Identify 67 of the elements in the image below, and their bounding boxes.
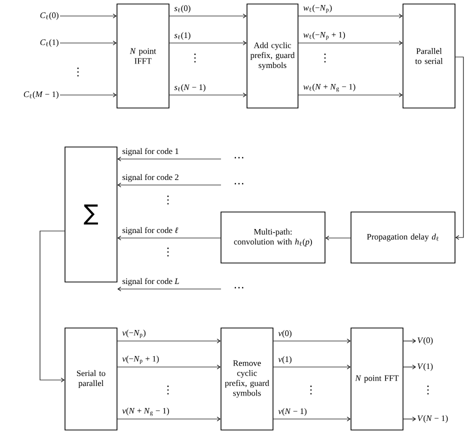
edge-label: v(−N$_{p}$) (122, 330, 146, 338)
arrow (40, 230, 65, 382)
process-block: Propagation delay d$_{ℓ}$ (350, 212, 456, 264)
ellipsis-dots: ⋮ (324, 54, 326, 62)
arrow (117, 286, 222, 292)
arrow (169, 92, 247, 98)
edge-label: s$_{ℓ}$(0) (174, 5, 190, 13)
process-block: Serial to parallel (64, 328, 118, 430)
edge-label: signal for code ℓ (122, 227, 178, 235)
process-block: Multi-path: convolution with h$_{ℓ}$(p) (220, 212, 326, 264)
signal-label: V(0) (418, 337, 433, 345)
ellipsis-dots: ⋮ (310, 386, 312, 394)
edge-label: v(N + N$_{g}$ − 1) (122, 408, 170, 416)
arrow (298, 92, 403, 98)
edge-label: signal for code L (122, 278, 179, 286)
edge-label: v(−N$_{p}$ + 1) (122, 356, 159, 364)
signal-label: V(N − 1) (418, 415, 448, 423)
ellipsis-dots: ⋯ (234, 156, 244, 158)
edge-label: signal for code 1 (122, 148, 178, 156)
ellipsis-dots: ⋮ (167, 196, 169, 204)
summation-block: ∑ (64, 146, 118, 282)
ellipsis-dots: ⋯ (234, 286, 244, 288)
ellipsis-dots: ⋮ (77, 68, 79, 76)
arrow (117, 182, 222, 188)
arrow (273, 338, 351, 344)
arrow (403, 364, 416, 370)
arrow (273, 416, 351, 422)
arrow (455, 56, 464, 240)
arrow (117, 416, 221, 422)
arrow (298, 14, 403, 18)
arrow (60, 14, 117, 18)
arrow (403, 416, 416, 422)
edge-label: signal for code 2 (122, 174, 178, 182)
edge-label: v(N − 1) (278, 408, 306, 416)
arrow (60, 92, 117, 98)
edge-label: v(1) (278, 356, 292, 364)
process-block: Remove cyclic prefix, guard symbols (220, 328, 274, 430)
arrow (169, 40, 247, 46)
arrow (117, 156, 222, 162)
arrow (60, 40, 117, 46)
ellipsis-dots: ⋮ (194, 54, 196, 62)
arrow (298, 40, 403, 46)
signal-label: C$_{ℓ}$(1) (40, 39, 58, 47)
ellipsis-dots: ⋮ (167, 386, 169, 394)
arrow (169, 14, 247, 18)
edge-label: w$_{ℓ}$(N + N$_{g}$ − 1) (303, 84, 356, 92)
edge-label: s$_{ℓ}$(1) (174, 32, 190, 40)
arrow (325, 236, 351, 240)
process-block: N point FFT (350, 328, 404, 430)
arrow (117, 364, 221, 370)
edge-label: s$_{ℓ}$(N − 1) (174, 84, 206, 92)
signal-label: C$_{ℓ}$(0) (40, 12, 58, 20)
arrow (403, 338, 416, 344)
arrow (273, 364, 351, 370)
ellipsis-dots: ⋮ (167, 248, 169, 256)
edge-label: w$_{ℓ}$(−N$_{p}$) (303, 4, 332, 13)
edge-label: v(0) (278, 330, 292, 338)
ellipsis-dots: ⋯ (234, 182, 244, 184)
ellipsis-dots: ⋮ (427, 386, 429, 394)
process-block: N point IFFT (116, 4, 170, 108)
arrow (117, 338, 221, 344)
arrow (117, 236, 221, 240)
signal-label: V(1) (418, 363, 433, 371)
signal-label: C$_{ℓ}$(M − 1) (24, 91, 58, 99)
edge-label: w$_{ℓ}$(−N$_{p}$ + 1) (303, 32, 345, 40)
process-block: Parallel to serial (402, 4, 456, 108)
process-block: Add cyclic prefix, guard symbols (246, 4, 298, 108)
